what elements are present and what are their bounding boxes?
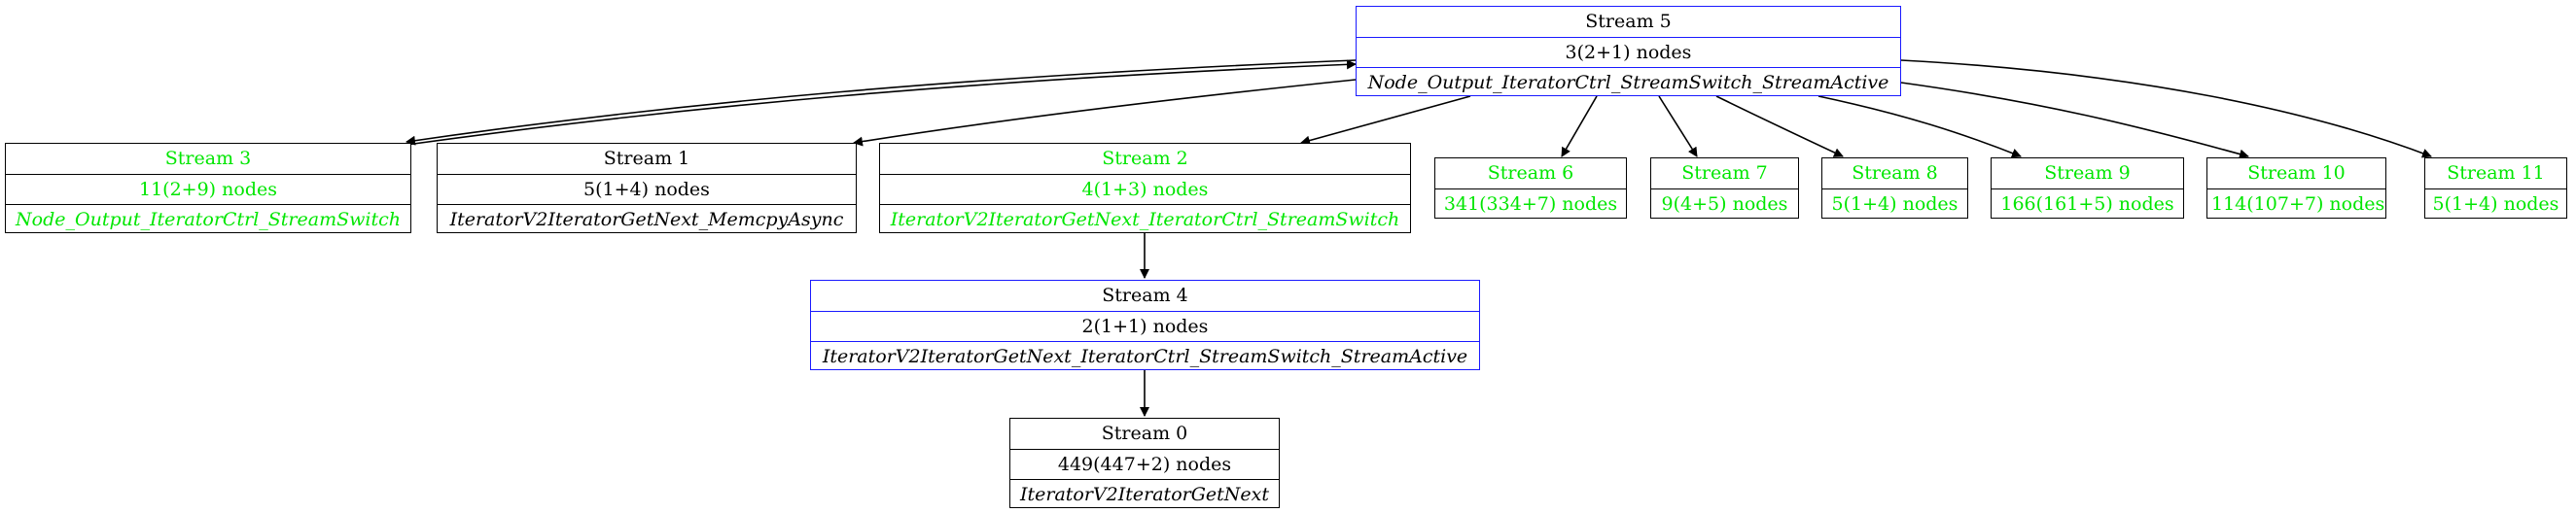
node-stream8: Stream 8 5(1+4) nodes bbox=[1821, 157, 1968, 219]
node-stream6: Stream 6 341(334+7) nodes bbox=[1434, 157, 1627, 219]
edge-stream5-to-stream8 bbox=[1715, 95, 1844, 157]
node-stream5: Stream 5 3(2+1) nodes Node_Output_Iterat… bbox=[1356, 6, 1901, 96]
node-stream5-title: Stream 5 bbox=[1585, 11, 1672, 32]
node-stream3-title: Stream 3 bbox=[164, 148, 252, 169]
node-stream0: Stream 0 449(447+2) nodes IteratorV2Iter… bbox=[1009, 418, 1280, 508]
node-stream11-count: 5(1+4) nodes bbox=[2425, 188, 2566, 219]
node-stream5-count: 3(2+1) nodes bbox=[1357, 37, 1900, 67]
node-stream6-count: 341(334+7) nodes bbox=[1435, 188, 1626, 219]
edge-stream3-to-stream5 bbox=[406, 59, 1357, 146]
node-stream9-count: 166(161+5) nodes bbox=[1992, 188, 2183, 219]
node-stream3-count: 11(2+9) nodes bbox=[6, 174, 410, 204]
edge-stream5-to-stream3 bbox=[406, 59, 1357, 146]
edge-stream5-to-stream7 bbox=[1658, 95, 1698, 157]
node-stream10-count: 114(107+7) nodes bbox=[2207, 188, 2385, 219]
node-stream2-count: 4(1+3) nodes bbox=[880, 174, 1410, 204]
node-stream0-title: Stream 0 bbox=[1101, 423, 1188, 444]
node-stream7: Stream 7 9(4+5) nodes bbox=[1650, 157, 1799, 219]
node-stream1-count: 5(1+4) nodes bbox=[438, 174, 856, 204]
edge-stream5-to-stream6 bbox=[1561, 95, 1598, 157]
node-stream9-title: Stream 9 bbox=[2044, 162, 2131, 184]
node-stream4-op: IteratorV2IteratorGetNext_IteratorCtrl_S… bbox=[811, 341, 1479, 371]
node-stream1: Stream 1 5(1+4) nodes IteratorV2Iterator… bbox=[437, 143, 857, 233]
node-stream10-title: Stream 10 bbox=[2247, 162, 2346, 184]
node-stream4-count: 2(1+1) nodes bbox=[811, 311, 1479, 341]
node-stream2: Stream 2 4(1+3) nodes IteratorV2Iterator… bbox=[879, 143, 1411, 233]
node-stream3-op: Node_Output_IteratorCtrl_StreamSwitch bbox=[6, 204, 410, 234]
node-stream5-op: Node_Output_IteratorCtrl_StreamSwitch_St… bbox=[1357, 67, 1900, 97]
node-stream3: Stream 3 11(2+9) nodes Node_Output_Itera… bbox=[5, 143, 411, 233]
node-stream7-count: 9(4+5) nodes bbox=[1651, 188, 1798, 219]
edge-stream5-to-stream10 bbox=[1900, 82, 2249, 159]
node-stream1-title: Stream 1 bbox=[603, 148, 690, 169]
edge-stream5-to-stream2 bbox=[1300, 95, 1471, 146]
edge-stream5-to-stream1 bbox=[853, 79, 1357, 147]
node-stream4: Stream 4 2(1+1) nodes IteratorV2Iterator… bbox=[810, 280, 1480, 370]
node-stream4-title: Stream 4 bbox=[1102, 285, 1188, 306]
node-stream9: Stream 9 166(161+5) nodes bbox=[1991, 157, 2184, 219]
node-stream0-count: 449(447+2) nodes bbox=[1010, 449, 1279, 479]
edge-stream5-to-stream11 bbox=[1900, 59, 2432, 158]
node-stream2-op: IteratorV2IteratorGetNext_IteratorCtrl_S… bbox=[880, 204, 1410, 234]
node-stream8-title: Stream 8 bbox=[1852, 162, 1938, 184]
edge-stream5-to-stream9 bbox=[1817, 95, 2022, 158]
node-stream10: Stream 10 114(107+7) nodes bbox=[2206, 157, 2386, 219]
node-stream0-op: IteratorV2IteratorGetNext bbox=[1010, 479, 1279, 509]
node-stream8-count: 5(1+4) nodes bbox=[1822, 188, 1967, 219]
node-stream2-title: Stream 2 bbox=[1102, 148, 1188, 169]
node-stream1-op: IteratorV2IteratorGetNext_MemcpyAsync bbox=[438, 204, 856, 234]
node-stream6-title: Stream 6 bbox=[1487, 162, 1574, 184]
node-stream11: Stream 11 5(1+4) nodes bbox=[2424, 157, 2567, 219]
node-stream11-title: Stream 11 bbox=[2447, 162, 2545, 184]
node-stream7-title: Stream 7 bbox=[1681, 162, 1768, 184]
